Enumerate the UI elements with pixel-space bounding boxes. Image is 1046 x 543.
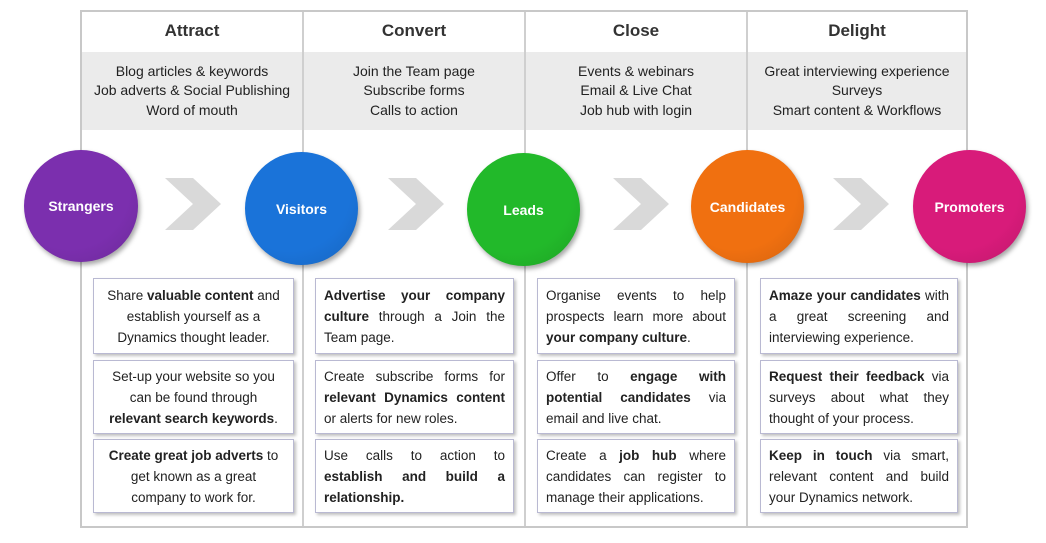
strategy-box: Create a job hub where candidates can re… [537,439,735,513]
strategy-box: Keep in touch via smart, relevant conten… [760,439,958,513]
stage-title: Attract [164,21,220,40]
tool-item: Word of mouth [146,101,238,118]
stage-attract: Attract Blog articles & keywords Job adv… [82,12,302,526]
node-promoters: Promoters [913,150,1026,263]
node-visitors: Visitors [245,152,358,265]
tool-item: Calls to action [370,101,458,118]
node-leads: Leads [467,153,580,266]
strategy-box: Organise events to help prospects learn … [537,278,735,354]
diagram-frame [80,10,968,528]
tool-item: Email & Live Chat [580,82,692,99]
tool-item: Subscribe forms [363,82,465,99]
stage-tools: Blog articles & keywords Job adverts & S… [82,52,302,130]
tool-item: Job adverts & Social Publishing [93,82,291,99]
stage-close: Close Events & webinars Email & Live Cha… [526,12,746,526]
column-divider [524,12,526,526]
stage-title: Delight [828,21,886,40]
tool-item: Smart content & Workflows [772,101,942,118]
column-divider [746,12,748,526]
tool-item: Join the Team page [353,62,475,79]
tool-item: Blog articles & keywords [115,62,269,79]
stage-tools: Great interviewing experience Surveys Sm… [748,52,966,130]
chevron-right-icon [613,178,669,230]
stage-convert: Convert Join the Team page Subscribe for… [304,12,524,526]
tool-item: Job hub with login [579,101,693,118]
chevron-right-icon [388,178,444,230]
strategy-box: Request their feedback via surveys about… [760,360,958,434]
stage-tools: Join the Team page Subscribe forms Calls… [304,52,524,130]
node-candidates: Candidates [691,150,804,263]
strategy-box: Create subscribe forms for relevant Dyna… [315,360,514,434]
stage-delight: Delight Great interviewing experience Su… [748,12,966,526]
tool-item: Events & webinars [578,62,694,79]
tool-item: Great interviewing experience [764,62,950,79]
strategy-box: Create great job adverts to get known as… [93,439,294,513]
stage-tools: Events & webinars Email & Live Chat Job … [526,52,746,130]
strategy-box: Amaze your candidates with a great scree… [760,278,958,354]
node-strangers: Strangers [24,150,138,262]
stage-title: Convert [381,21,447,40]
strategy-box: Set-up your website so you can be found … [93,360,294,434]
strategy-box: Use calls to action to establish and bui… [315,439,514,513]
chevron-right-icon [833,178,889,230]
strategy-box: Share valuable content and establish you… [93,278,294,354]
stage-title: Close [612,21,660,40]
strategy-box: Advertise your company culture through a… [315,278,514,354]
chevron-right-icon [165,178,221,230]
tool-item: Surveys [831,82,883,99]
column-divider [302,12,304,526]
strategy-box: Offer to engage with potential candidate… [537,360,735,434]
